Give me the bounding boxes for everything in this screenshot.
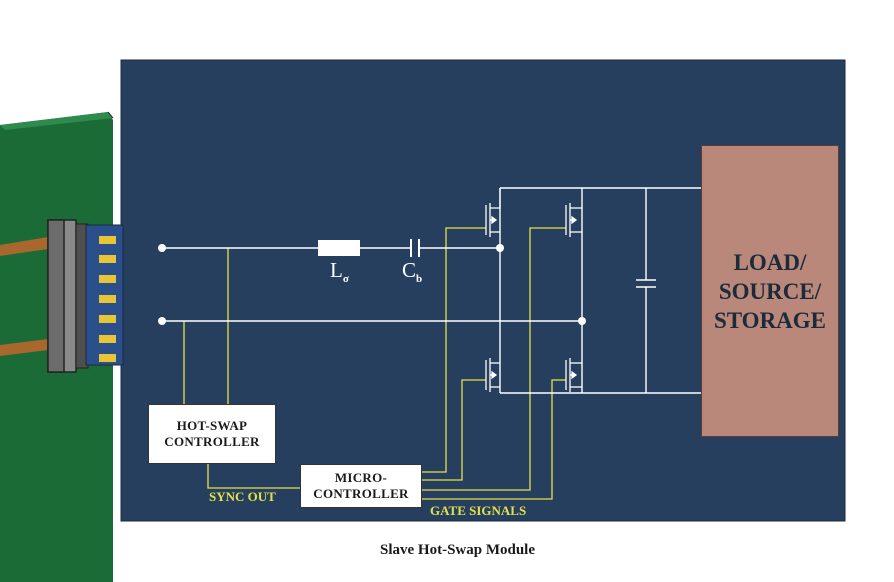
- micro-line-2: CONTROLLER: [313, 486, 409, 501]
- sync-out-label: SYNC OUT: [209, 489, 276, 504]
- microcontroller-block: MICRO- CONTROLLER: [300, 464, 422, 508]
- load-source-storage-block: LOAD/ SOURCE/ STORAGE: [701, 145, 839, 437]
- hot-swap-line-2: CONTROLLER: [164, 434, 260, 449]
- load-line-3: STORAGE: [713, 307, 827, 333]
- capacitor-symbol: [410, 239, 420, 257]
- inductor-label: Lσ: [330, 258, 349, 286]
- mosfet-top-right: [565, 203, 582, 237]
- load-line-2: SOURCE/: [718, 278, 822, 304]
- load-line-1: LOAD/: [733, 249, 807, 275]
- gate-signals-label: GATE SIGNALS: [430, 503, 527, 518]
- power-wiring: [162, 187, 701, 394]
- figure-caption: Slave Hot-Swap Module: [380, 542, 536, 558]
- hot-swap-controller-block: HOT-SWAP CONTROLLER: [148, 404, 276, 464]
- signal-lines: [183, 227, 566, 500]
- capacitor-label: Cb: [402, 258, 423, 286]
- backplane-connector: [47, 219, 89, 373]
- inductor-symbol: [318, 240, 360, 256]
- hot-swap-line-1: HOT-SWAP: [176, 418, 248, 433]
- junction-nodes: [158, 244, 586, 325]
- mosfet-top-left: [485, 188, 501, 237]
- edge-connector: [85, 224, 124, 366]
- mosfet-bottom-right: [565, 358, 582, 392]
- micro-line-1: MICRO-: [334, 470, 388, 485]
- mosfet-bottom-left: [485, 358, 500, 392]
